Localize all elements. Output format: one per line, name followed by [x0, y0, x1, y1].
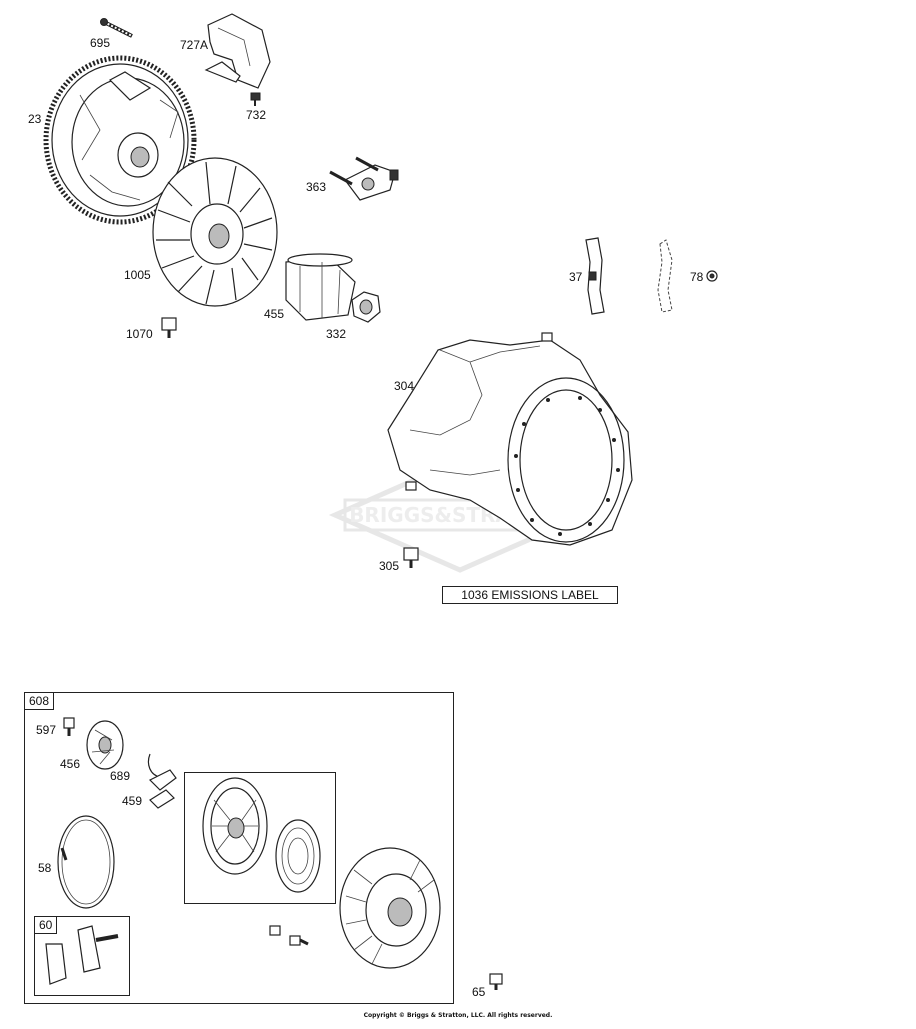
part-65-screw-icon — [489, 973, 503, 990]
part-597-pin-icon — [63, 717, 75, 736]
part-37-gasket-icon — [585, 237, 605, 315]
callout-732[interactable]: 732 — [246, 108, 267, 122]
part-58-rope-icon — [57, 815, 115, 909]
callout-332[interactable]: 332 — [326, 327, 347, 341]
part-housing-screw-icon — [269, 925, 309, 946]
callout-78[interactable]: 78 — [690, 270, 704, 284]
callout-58[interactable]: 58 — [38, 861, 52, 875]
callout-456[interactable]: 456 — [60, 757, 81, 771]
callout-65[interactable]: 65 — [472, 985, 486, 999]
kit-60-box: 60 — [34, 916, 130, 996]
part-456-pulley-icon — [86, 720, 124, 770]
part-1070-bolt-icon — [161, 317, 177, 338]
callout-689[interactable]: 689 — [110, 769, 131, 783]
kit-608-tag: 608 — [24, 692, 55, 710]
callout-305[interactable]: 305 — [379, 559, 400, 573]
callout-23[interactable]: 23 — [28, 112, 42, 126]
part-60-handle-icon — [45, 925, 119, 985]
emissions-label-box[interactable]: 1036 EMISSIONS LABEL — [442, 586, 618, 604]
callout-455[interactable]: 455 — [264, 307, 285, 321]
part-304-blower-housing-icon — [387, 332, 633, 546]
part-727A-shield-icon — [204, 13, 271, 89]
callout-304[interactable]: 304 — [394, 379, 415, 393]
part-305-screw-icon — [403, 547, 419, 568]
callout-1070[interactable]: 1070 — [126, 327, 153, 341]
part-732-bolt-icon — [250, 92, 261, 106]
callout-695[interactable]: 695 — [90, 36, 111, 50]
callout-1005[interactable]: 1005 — [124, 268, 151, 282]
part-23-flywheel-icon — [43, 55, 197, 225]
callout-459[interactable]: 459 — [122, 794, 143, 808]
part-starter-housing-icon — [339, 847, 441, 969]
part-363-armature-icon — [329, 156, 399, 201]
part-1005-fan-icon — [152, 157, 278, 307]
callout-37[interactable]: 37 — [569, 270, 583, 284]
callout-727A[interactable]: 727A — [180, 38, 209, 52]
callout-363[interactable]: 363 — [306, 180, 327, 194]
part-recoil-spring-icon — [275, 819, 321, 893]
callout-597[interactable]: 597 — [36, 723, 57, 737]
part-455-cup-icon — [285, 253, 356, 321]
part-695-screw-icon — [100, 18, 133, 38]
kit-60-tag: 60 — [34, 916, 58, 934]
part-459-pawl-icon — [148, 769, 177, 809]
part-rewind-pulley-icon — [202, 777, 268, 875]
pulley-spring-box — [184, 772, 336, 904]
part-78-plate-icon — [657, 239, 718, 313]
part-332-nut-icon — [351, 291, 381, 323]
copyright-footer: Copyright © Briggs & Stratton, LLC. All … — [363, 1012, 553, 1019]
kit-608-box: 608 — [24, 692, 454, 1004]
